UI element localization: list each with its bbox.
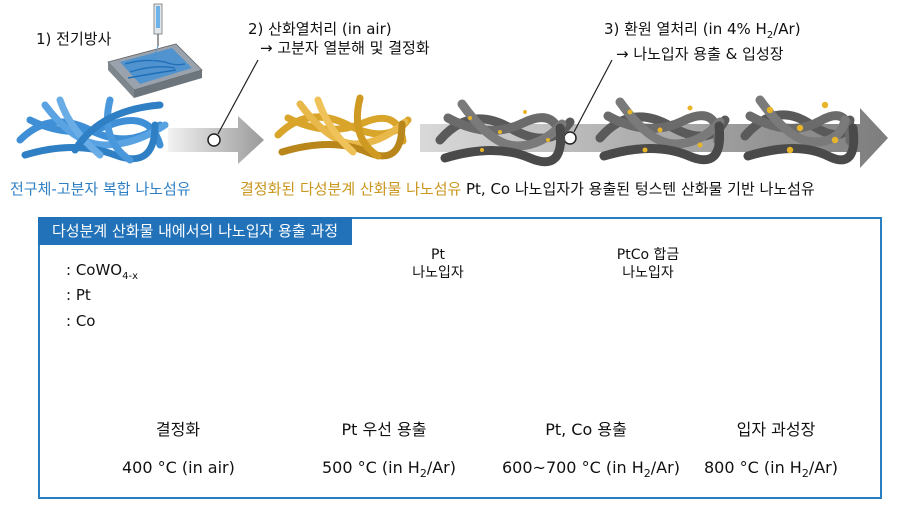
step2-line1: 2) 산화열처리 (in air) bbox=[248, 20, 392, 38]
blue-fiber-bundle bbox=[16, 96, 169, 164]
step2-leader bbox=[217, 59, 259, 135]
temp-400: 400 °C (in air) bbox=[122, 458, 235, 477]
exsolution-process-panel bbox=[38, 217, 882, 499]
caption-exsolved-fiber: Pt, Co 나노입자가 용출된 텅스텐 산화물 기반 나노섬유 bbox=[466, 180, 815, 198]
step3-line1: 3) 환원 열처리 (in 4% H2/Ar) bbox=[604, 20, 801, 41]
stage-particle-overgrowth: 입자 과성장 bbox=[736, 420, 816, 439]
legend-pt: : Pt bbox=[66, 286, 91, 304]
temp-800: 800 °C (in H2/Ar) bbox=[704, 458, 838, 481]
ptco-nanoparticle-label: PtCo 합금 나노입자 bbox=[616, 247, 680, 281]
exsolved-particles-dots bbox=[468, 101, 839, 154]
step3-line2: → 나노입자 용출 & 입성장 bbox=[616, 45, 784, 63]
step3-leader bbox=[573, 59, 613, 133]
stage-pt-co-exsolution: Pt, Co 용출 bbox=[545, 420, 627, 439]
pt-nanoparticle-label: Pt 나노입자 bbox=[412, 247, 464, 281]
step1-number: 1) bbox=[36, 30, 57, 48]
temp-600-700: 600~700 °C (in H2/Ar) bbox=[502, 458, 680, 481]
gold-fiber-bundle bbox=[274, 94, 412, 160]
stage-crystallization: 결정화 bbox=[155, 420, 201, 439]
step3-marker bbox=[563, 131, 577, 145]
panel-title: 다성분계 산화물 내에서의 나노입자 용출 과정 bbox=[38, 217, 353, 245]
caption-precursor-fiber: 전구체-고분자 복합 나노섬유 bbox=[10, 180, 191, 198]
stage-pt-exsolution: Pt 우선 용출 bbox=[341, 420, 427, 439]
step2-line2: → 고분자 열분해 및 결정화 bbox=[260, 39, 430, 57]
legend-pt-label: : Pt bbox=[66, 286, 91, 304]
legend-cowo-label: : CoWO4-x bbox=[66, 261, 139, 282]
step1-text: 전기방사 bbox=[56, 30, 112, 48]
legend-co-label: : Co bbox=[66, 312, 96, 330]
step2-marker bbox=[207, 133, 221, 147]
step1-label: 1) 전기방사 bbox=[36, 30, 111, 49]
legend-cowo: : CoWO4-x bbox=[66, 261, 138, 282]
caption-oxide-fiber: 결정화된 다성분계 산화물 나노섬유 bbox=[240, 180, 462, 198]
temp-500: 500 °C (in H2/Ar) bbox=[322, 458, 456, 481]
electrospinning-device-icon bbox=[107, 3, 203, 98]
step2-label: 2) 산화열처리 (in air) → 고분자 열분해 및 결정화 bbox=[248, 20, 430, 58]
step3-label: 3) 환원 열처리 (in 4% H2/Ar) → 나노입자 용출 & 입성장 bbox=[604, 20, 801, 64]
gray-fiber-bundles bbox=[435, 95, 859, 167]
legend-co: : Co bbox=[66, 312, 95, 330]
